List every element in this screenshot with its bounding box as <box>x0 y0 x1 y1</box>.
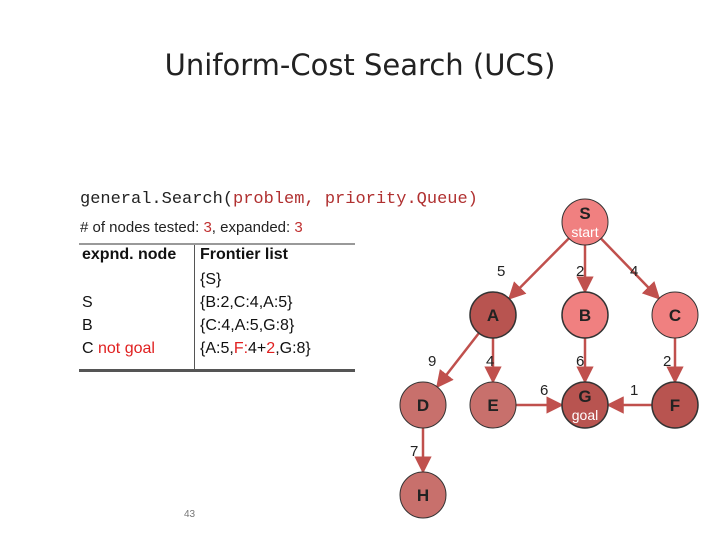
edge-cost-b-g: 6 <box>576 353 584 370</box>
node-label-g: G <box>578 387 591 406</box>
node-label-f: F <box>670 396 680 415</box>
search-stats: # of nodes tested: 3, expanded: 3 <box>80 219 303 236</box>
code-args: problem, priority.Queue) <box>233 190 478 209</box>
table-row: B {C:4,A:5,G:8} <box>82 317 295 334</box>
tested-count: 3 <box>203 219 212 236</box>
edge-cost-d-h: 7 <box>410 443 418 460</box>
edge-cost-s-a: 5 <box>497 263 505 280</box>
edge-cost-e-g: 6 <box>540 382 548 399</box>
expanded-count: 3 <box>294 219 303 236</box>
edge-cost-s-b: 2 <box>576 263 584 280</box>
table-row: {S} <box>200 271 222 288</box>
node-label-e: E <box>487 396 498 415</box>
edge-cost-a-d: 9 <box>428 353 436 370</box>
node-label-c: C <box>669 306 681 325</box>
node-d <box>399 381 447 429</box>
table-header-row: expnd. node Frontier list <box>79 246 355 268</box>
node-sublabel-s: start <box>571 224 598 240</box>
slide-title: Uniform-Cost Search (UCS) <box>164 48 556 82</box>
edge-cost-c-f: 2 <box>663 353 671 370</box>
node-label-d: D <box>417 396 429 415</box>
node-a <box>469 291 517 339</box>
node-label-h: H <box>417 486 429 505</box>
node-f <box>651 381 699 429</box>
node-sublabel-g: goal <box>572 407 598 423</box>
node-g <box>561 381 609 429</box>
edge-cost-f-g: 1 <box>630 382 638 399</box>
table-row: S {B:2,C:4,A:5} <box>82 294 293 311</box>
node-e <box>469 381 517 429</box>
node-label-a: A <box>487 306 499 325</box>
edge-cost-s-c: 4 <box>630 263 638 280</box>
edge-s-c <box>600 237 661 300</box>
node-label-b: B <box>579 306 591 325</box>
not-goal-note: not goal <box>93 340 155 357</box>
node-h <box>399 471 447 519</box>
edge-a-d <box>436 332 480 389</box>
page-number: 43 <box>184 509 196 520</box>
table-row: C not goal {A:5,F:4+2,G:8} <box>82 340 311 357</box>
node-c <box>651 291 699 339</box>
node-label-s: S <box>579 204 590 223</box>
code-line: general.Search(problem, priority.Queue) <box>80 190 478 209</box>
node-s <box>561 198 609 246</box>
edge-cost-a-e: 4 <box>486 353 494 370</box>
header-expanded-node: expnd. node <box>82 246 177 263</box>
code-func: general.Search( <box>80 190 234 209</box>
tested-label: # of nodes tested: <box>80 219 200 236</box>
node-b <box>561 291 609 339</box>
edge-s-a <box>507 237 570 300</box>
expanded-label: expanded: <box>220 219 291 236</box>
header-frontier-list: Frontier list <box>200 246 289 263</box>
